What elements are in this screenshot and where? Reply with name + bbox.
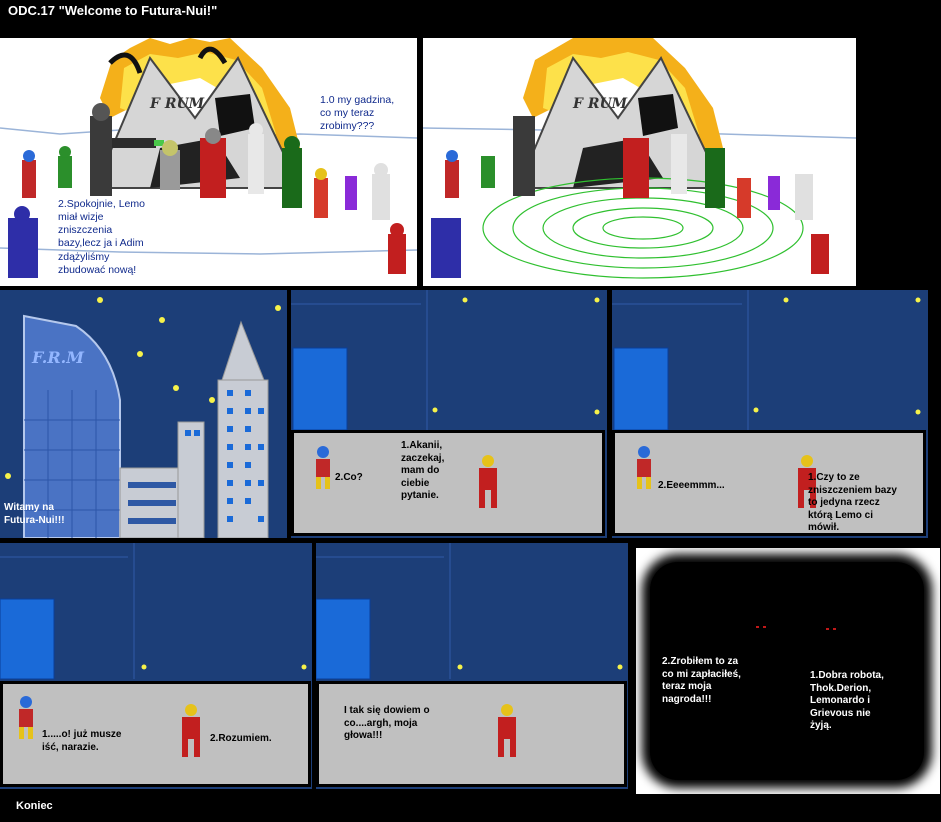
red-eyes-right (826, 628, 836, 630)
panel-6-floor (0, 681, 311, 787)
building-sign: F.R.M (32, 348, 84, 367)
panel-2-scene (423, 38, 856, 279)
speech-right: 1.Dobra robota, Thok.Derion, Lemonardo i… (810, 670, 884, 731)
character-blue-red (637, 446, 651, 489)
character-blue-red (316, 446, 330, 489)
panel-5-floor (612, 430, 926, 536)
speech-bubble: I tak się dowiem o co....argh, moja głow… (344, 705, 430, 741)
speech-bubble-top: 1.0 my gadzina, co my teraz zrobimy??? (320, 94, 395, 133)
panel-1: F RUM 1.0 my gadzina, co my teraz zrobim… (0, 38, 417, 286)
panel-4: 2.Co? 1.Akanii, zaczekaj, mam do ciebie … (291, 290, 607, 538)
comic-footer: Koniec (16, 800, 53, 812)
panel-1-scene (0, 38, 417, 278)
panel-7-floor (316, 681, 627, 787)
character-blue-red (19, 696, 33, 739)
comic-title: ODC.17 "Welcome to Futura-Nui!" (8, 3, 218, 18)
caption-welcome: Witamy na Futura-Nui!!! (4, 502, 65, 526)
fortress-sign: F RUM (150, 96, 205, 112)
panel-8-dark-vignette (650, 562, 924, 780)
speech-left: 2.Co? (335, 472, 363, 483)
panel-8: 2.Zrobiłem to za co mi zapłaciłeś, teraz… (636, 548, 940, 794)
character-red-gold (182, 704, 200, 757)
character-group-left (8, 103, 164, 278)
panel-5-bg (612, 290, 921, 431)
character-group-middle (160, 123, 302, 208)
panel-4-floor (291, 430, 605, 536)
character-red-gold (498, 704, 516, 757)
character-red-gold (479, 455, 497, 508)
speech-left: 2.Eeeemmm... (658, 480, 725, 491)
red-eyes-left (756, 626, 766, 628)
character-red-gold (798, 455, 816, 508)
panel-4-bg (291, 290, 600, 431)
panel-3: F.R.M Witamy na Futura-Nui!!! (0, 290, 287, 538)
speech-right: 1.Akanii, zaczekaj, mam do ciebie pytani… (401, 440, 445, 501)
panel-6: 1.....o! już musze iść, narazie. 2.Rozum… (0, 543, 312, 789)
speech-right: 1.Czy to ze zniszczeniem bazy to jedyna … (808, 472, 897, 533)
panel-7-bg (316, 543, 623, 680)
panel-2: F RUM (423, 38, 856, 286)
speech-left: 2.Zrobiłem to za co mi zapłaciłeś, teraz… (662, 656, 741, 705)
panel-6-bg (0, 543, 307, 680)
panel-5: 2.Eeeemmm... 1.Czy to ze zniszczeniem ba… (612, 290, 928, 538)
panel-7: I tak się dowiem o co....argh, moja głow… (316, 543, 628, 789)
speech-right: 2.Rozumiem. (210, 733, 272, 744)
speech-bubble-bottom: 2.Spokojnie, Lemo miał wizje zniszczenia… (58, 198, 145, 276)
panel-3-cityscape (5, 297, 281, 538)
speech-left: 1.....o! już musze iść, narazie. (42, 729, 122, 753)
character-group-right (314, 163, 406, 274)
fortress-sign: F RUM (573, 96, 628, 112)
